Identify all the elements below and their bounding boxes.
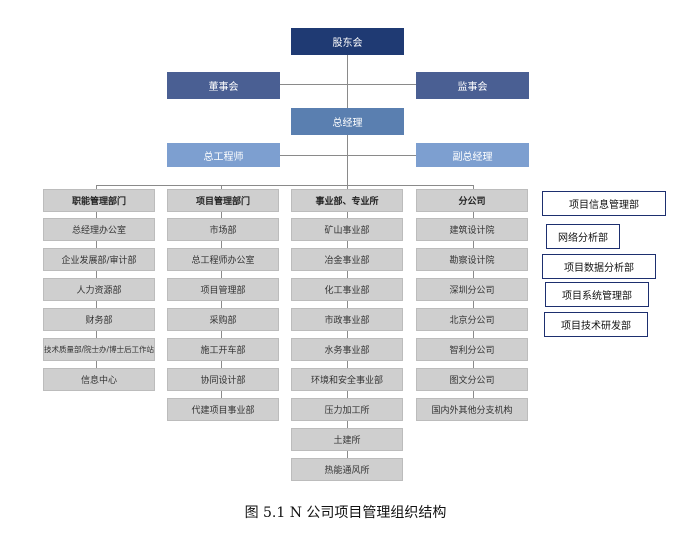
right-box-project-system: 项目系统管理部 <box>545 282 649 307</box>
column-item-functional: 企业发展部/审计部 <box>43 248 155 271</box>
column-item-business-units: 矿山事业部 <box>291 218 403 241</box>
drop-line-4 <box>473 185 474 189</box>
column-item-business-units: 冶金事业部 <box>291 248 403 271</box>
right-box-project-tech-rd: 项目技术研发部 <box>544 312 648 337</box>
column-item-project-management: 总工程师办公室 <box>167 248 279 271</box>
column-item-branches: 建筑设计院 <box>416 218 528 241</box>
column-item-functional: 总经理办公室 <box>43 218 155 241</box>
drop-line-3 <box>347 185 348 189</box>
shareholders-box: 股东会 <box>291 28 404 55</box>
chief-engineer-box: 总工程师 <box>167 143 280 167</box>
trunk-line-middle <box>347 135 348 185</box>
right-box-network-analysis: 网络分析部 <box>546 224 620 249</box>
column-item-branches: 智利分公司 <box>416 338 528 361</box>
column-item-project-management: 项目管理部 <box>167 278 279 301</box>
column-item-branches: 图文分公司 <box>416 368 528 391</box>
column-item-branches: 国内外其他分支机构 <box>416 398 528 421</box>
supervisors-box: 监事会 <box>416 72 529 99</box>
column-item-project-management: 代建项目事业部 <box>167 398 279 421</box>
column-item-project-management: 协同设计部 <box>167 368 279 391</box>
column-header-business-units: 事业部、专业所 <box>291 189 403 212</box>
column-header-functional: 职能管理部门 <box>43 189 155 212</box>
column-item-business-units: 热能通风所 <box>291 458 403 481</box>
column-item-business-units: 化工事业部 <box>291 278 403 301</box>
column-item-business-units: 水务事业部 <box>291 338 403 361</box>
deputy-gm-box: 副总经理 <box>416 143 529 167</box>
column-item-business-units: 环境和安全事业部 <box>291 368 403 391</box>
column-item-branches: 北京分公司 <box>416 308 528 331</box>
right-box-project-info: 项目信息管理部 <box>542 191 666 216</box>
column-item-functional: 信息中心 <box>43 368 155 391</box>
column-item-business-units: 土建所 <box>291 428 403 451</box>
column-item-functional: 技术质量部/院士办/博士后工作站 <box>43 338 155 361</box>
general-manager-box: 总经理 <box>291 108 404 135</box>
column-item-branches: 勘察设计院 <box>416 248 528 271</box>
departments-connector-line <box>96 185 474 186</box>
column-header-project-management: 项目管理部门 <box>167 189 279 212</box>
drop-line-1 <box>96 185 97 189</box>
column-item-business-units: 市政事业部 <box>291 308 403 331</box>
engineer-connector-line <box>226 155 416 156</box>
drop-line-2 <box>221 185 222 189</box>
board-box: 董事会 <box>167 72 280 99</box>
column-item-branches: 深圳分公司 <box>416 278 528 301</box>
board-connector-line <box>226 84 416 85</box>
column-item-project-management: 施工开车部 <box>167 338 279 361</box>
column-item-functional: 财务部 <box>43 308 155 331</box>
column-header-branches: 分公司 <box>416 189 528 212</box>
column-item-functional: 人力资源部 <box>43 278 155 301</box>
column-item-project-management: 市场部 <box>167 218 279 241</box>
figure-caption: 图 5.1 N 公司项目管理组织结构 <box>244 505 447 521</box>
column-item-business-units: 压力加工所 <box>291 398 403 421</box>
column-item-project-management: 采购部 <box>167 308 279 331</box>
trunk-line-upper <box>347 55 348 110</box>
right-box-project-data: 项目数据分析部 <box>542 254 656 279</box>
